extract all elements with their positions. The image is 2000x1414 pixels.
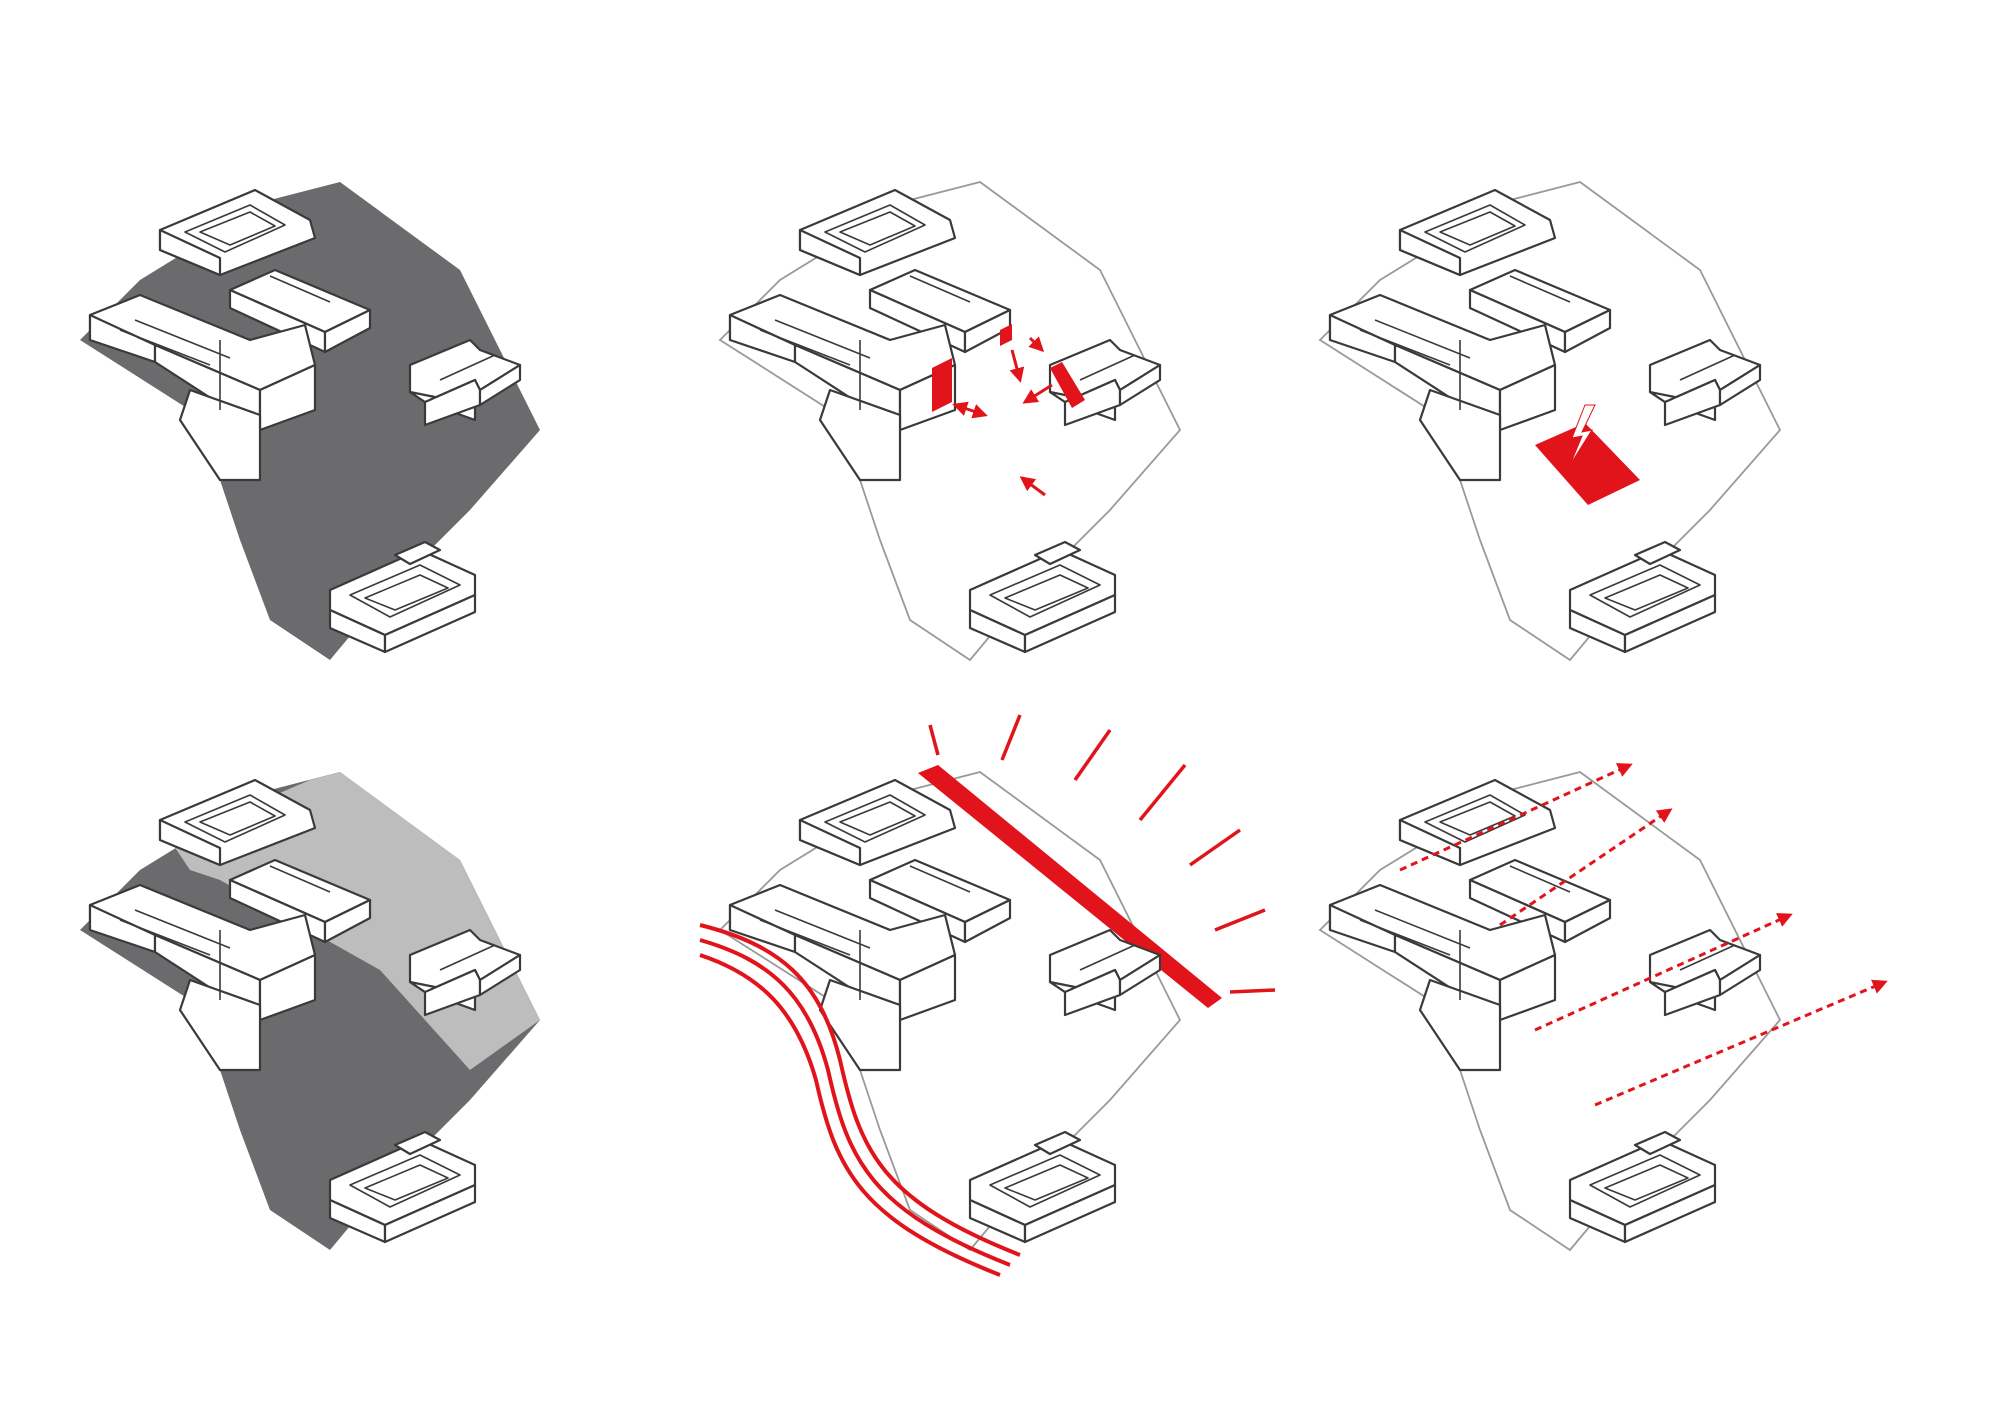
diagram-open-space-layered bbox=[80, 772, 540, 1250]
road-line bbox=[699, 923, 1021, 1257]
arrow-icon bbox=[1022, 383, 1053, 404]
building-cluster bbox=[728, 778, 1162, 1244]
diagram-building-frontages bbox=[719, 181, 1181, 661]
arrow-icon bbox=[1019, 476, 1046, 497]
red-facade bbox=[1000, 324, 1012, 346]
central-square bbox=[1535, 423, 1640, 505]
diagram-central-square bbox=[1319, 181, 1781, 661]
view-rays bbox=[928, 714, 1276, 994]
red-facade bbox=[932, 358, 952, 412]
building-cluster bbox=[1328, 778, 1762, 1244]
red-facade bbox=[1050, 362, 1085, 408]
road-line bbox=[699, 938, 1011, 1267]
building-cluster bbox=[728, 188, 1162, 654]
lightning-icon bbox=[1569, 404, 1596, 466]
building-cluster bbox=[1328, 188, 1762, 654]
diagram-road-and-views bbox=[699, 714, 1276, 1277]
wind-arrow-icon bbox=[1594, 979, 1888, 1107]
red-band bbox=[918, 765, 1222, 1008]
wind-arrow-icon bbox=[1499, 808, 1673, 927]
wind-arrow-icon bbox=[1399, 763, 1633, 872]
arrow-icon bbox=[952, 401, 988, 419]
diagram-open-space-dark bbox=[80, 182, 540, 660]
arrow-icon bbox=[1028, 336, 1045, 353]
road-line bbox=[699, 953, 1001, 1277]
wind-arrow-icon bbox=[1534, 913, 1793, 1032]
diagram-wind-directions bbox=[1319, 763, 1888, 1251]
wind-arrows bbox=[1399, 763, 1888, 1107]
arrow-icon bbox=[1009, 349, 1025, 383]
